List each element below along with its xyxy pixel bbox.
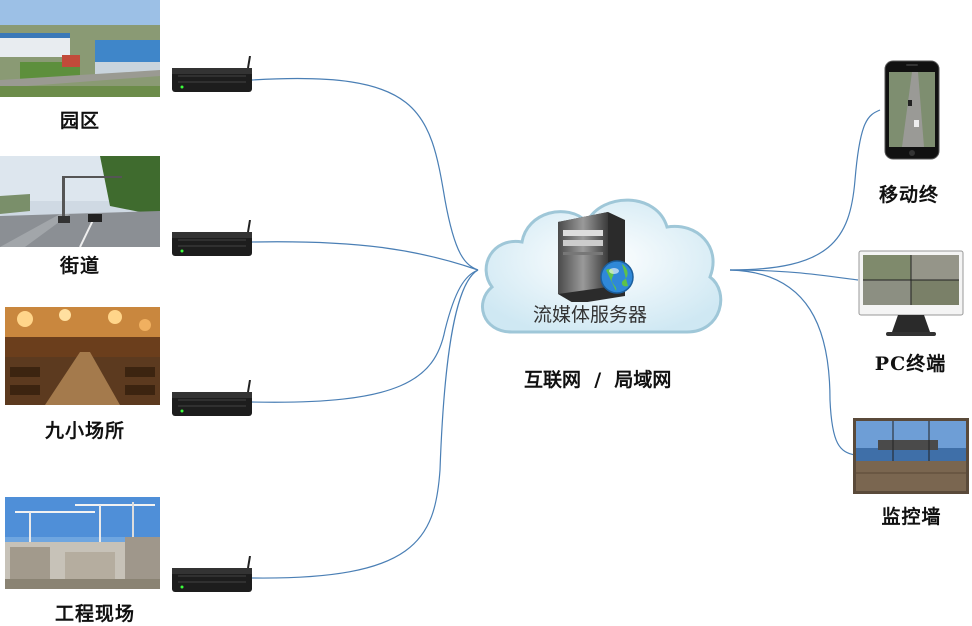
router-icon — [172, 556, 252, 592]
globe-icon — [600, 260, 634, 294]
street-image — [0, 156, 160, 247]
link-mobile — [729, 109, 881, 271]
terminal-label-mobile: 移动终 — [878, 184, 939, 206]
link-park — [251, 77, 479, 271]
link-street — [251, 241, 479, 271]
video-wall-icon — [853, 418, 969, 494]
link-wall — [729, 269, 856, 456]
network-label: 互联网 / 局域网 — [524, 369, 672, 391]
park-photo — [0, 0, 160, 97]
router-icon — [172, 56, 252, 92]
server-label: 流媒体服务器 — [533, 304, 648, 326]
link-site — [251, 269, 479, 579]
street-photo — [0, 156, 160, 247]
router-icon — [172, 220, 252, 256]
router-icon — [172, 380, 252, 416]
park-image — [0, 0, 160, 97]
terminal-label-wall: 监控墙 — [881, 506, 942, 528]
site-label-street: 街道 — [59, 255, 100, 277]
venue-image — [5, 307, 160, 405]
construction-image — [5, 497, 160, 589]
site-label-construction: 工程现场 — [54, 603, 135, 625]
link-venue — [251, 269, 479, 403]
venue-photo — [5, 307, 160, 405]
terminal-label-pc: PC终端 — [874, 353, 947, 375]
mobile-phone-icon — [884, 60, 940, 160]
construction-photo — [5, 497, 160, 589]
link-pc — [729, 269, 859, 281]
site-label-venue: 九小场所 — [44, 420, 125, 442]
monitor-icon — [858, 250, 964, 336]
site-label-park: 园区 — [59, 110, 100, 132]
